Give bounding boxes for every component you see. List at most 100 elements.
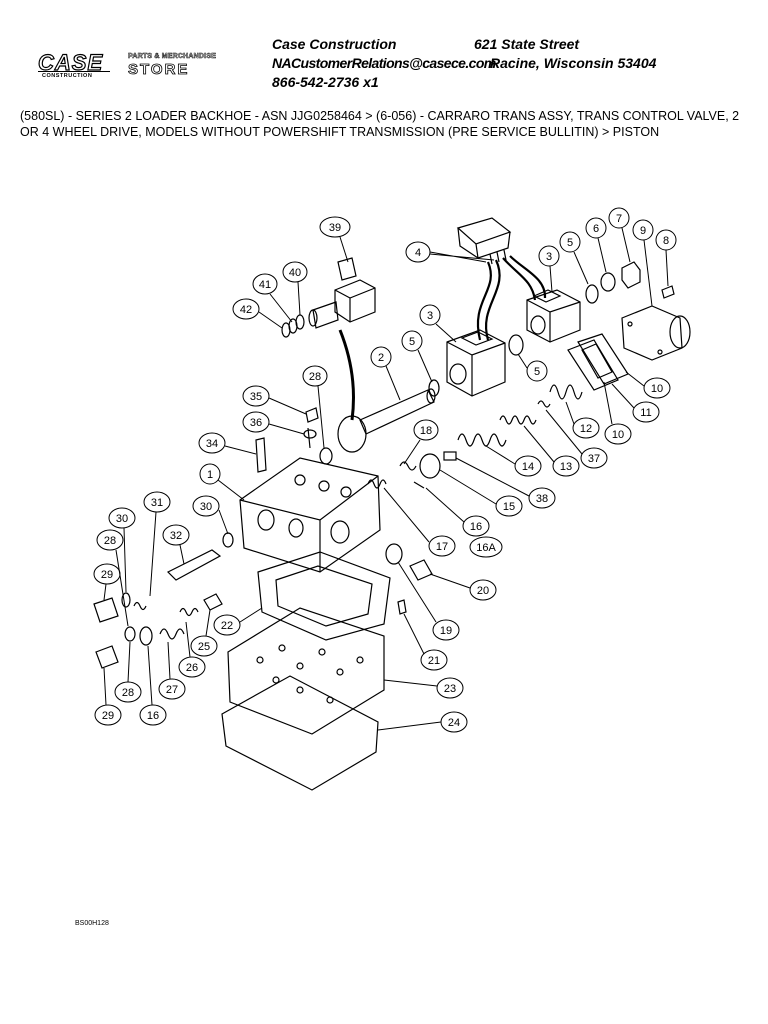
callout-28c: 28 <box>114 641 142 703</box>
o-ring-28-left <box>124 626 136 642</box>
callout-5a: 5 <box>559 231 589 285</box>
callout-35: 35 <box>242 385 307 415</box>
pin-38 <box>443 451 457 461</box>
valve-body-1 <box>239 457 381 573</box>
callout-5c: 5 <box>517 353 548 382</box>
callout-36: 36 <box>242 411 305 435</box>
callout-12: 12 <box>565 401 600 439</box>
callout-18: 18 <box>403 419 439 465</box>
svg-text:37: 37 <box>588 453 600 465</box>
callout-9: 9 <box>632 219 654 307</box>
phone-number: 866-542-2736 x1 <box>272 74 379 90</box>
bolt-34 <box>255 437 267 473</box>
screw-8 <box>661 285 675 299</box>
callout-10a: 10 <box>625 371 671 399</box>
callout-42: 42 <box>232 298 283 329</box>
store-logo[interactable]: PARTS & MERCHANDISE STORE <box>128 53 248 83</box>
callout-7: 7 <box>608 207 631 263</box>
spring-37 <box>537 400 551 408</box>
svg-text:13: 13 <box>560 461 572 473</box>
clip-16-left <box>139 626 153 646</box>
callout-20: 20 <box>429 573 497 601</box>
svg-text:26: 26 <box>186 662 198 674</box>
solenoid-39 <box>308 257 376 329</box>
svg-text:14: 14 <box>522 461 534 473</box>
svg-text:8: 8 <box>663 235 669 247</box>
cap-15 <box>419 453 441 479</box>
spring-14 <box>457 433 507 447</box>
callout-40: 40 <box>282 261 308 316</box>
page-header: CASE CONSTRUCTION PARTS & MERCHANDISE ST… <box>0 0 768 100</box>
spring-27 <box>159 628 185 640</box>
callout-39: 39 <box>319 216 351 263</box>
svg-text:28: 28 <box>309 371 321 383</box>
store-logo-big: STORE <box>128 61 190 78</box>
callout-16a: 16 <box>425 487 490 537</box>
callout-13: 13 <box>523 425 580 477</box>
company-name: Case Construction <box>272 36 397 52</box>
case-logo[interactable]: CASE CONSTRUCTION <box>37 51 118 82</box>
svg-text:19: 19 <box>440 625 452 637</box>
gasket-11 <box>567 339 619 391</box>
parts-drawing <box>93 217 691 791</box>
plug-25 <box>203 593 223 611</box>
svg-text:28: 28 <box>104 535 116 547</box>
spring-18 <box>399 461 417 471</box>
electrical-connector <box>456 217 512 265</box>
callout-29b: 29 <box>94 667 122 726</box>
svg-text:10: 10 <box>612 429 624 441</box>
solenoid-middle <box>446 329 506 397</box>
washer-19 <box>385 543 403 565</box>
callout-34: 34 <box>198 432 257 455</box>
exploded-parts-diagram: 39 4 3 5 6 7 9 8 41 40 42 3 5 2 5 28 35 … <box>93 207 691 791</box>
callout-14: 14 <box>485 445 542 477</box>
piston-2 <box>337 388 436 453</box>
callout-28b: 28 <box>96 529 129 627</box>
breadcrumb: (580SL) - SERIES 2 LOADER BACKHOE - ASN … <box>20 109 740 139</box>
washer-36 <box>303 429 317 439</box>
svg-text:5: 5 <box>534 366 540 378</box>
svg-text:7: 7 <box>616 213 622 225</box>
email-link[interactable]: NACustomerRelations@casece.com <box>272 55 496 71</box>
plug-29-lower <box>95 645 119 669</box>
callout-8: 8 <box>655 229 677 287</box>
case-logo-subtext: CONSTRUCTION <box>42 73 93 79</box>
spring-12 <box>549 384 583 400</box>
svg-text:29: 29 <box>102 710 114 722</box>
callout-11: 11 <box>611 383 660 423</box>
o-ring-30-left <box>121 592 131 608</box>
svg-text:16: 16 <box>147 710 159 722</box>
o-ring-28-upper <box>319 447 333 465</box>
svg-text:39: 39 <box>329 222 341 234</box>
spool-32 <box>166 549 222 581</box>
svg-text:30: 30 <box>116 513 128 525</box>
callout-25: 25 <box>190 609 218 657</box>
gasket-22 <box>257 551 391 641</box>
svg-text:25: 25 <box>198 641 210 653</box>
svg-text:12: 12 <box>580 423 592 435</box>
bolt-35 <box>305 407 319 423</box>
svg-text:4: 4 <box>415 247 421 259</box>
gasket-24 <box>221 675 379 791</box>
plug-20 <box>409 559 433 581</box>
svg-text:3: 3 <box>546 251 552 263</box>
city-address: Racine, Wisconsin 53404 <box>490 55 657 71</box>
svg-text:20: 20 <box>477 585 489 597</box>
clip-16a <box>413 481 425 489</box>
svg-text:5: 5 <box>567 237 573 249</box>
callout-32: 32 <box>162 524 190 565</box>
svg-text:27: 27 <box>166 684 178 696</box>
callout-3a: 3 <box>538 245 560 293</box>
callout-10b: 10 <box>603 381 632 445</box>
callout-19: 19 <box>397 561 460 641</box>
callout-30a: 30 <box>192 495 229 535</box>
svg-text:9: 9 <box>640 225 646 237</box>
callout-3b: 3 <box>419 304 457 343</box>
logo-divider <box>38 71 110 72</box>
svg-text:35: 35 <box>250 391 262 403</box>
svg-text:21: 21 <box>428 655 440 667</box>
separator-plate-23 <box>227 607 385 735</box>
svg-text:16A: 16A <box>476 542 496 554</box>
svg-text:11: 11 <box>640 407 651 419</box>
svg-text:17: 17 <box>436 541 448 553</box>
